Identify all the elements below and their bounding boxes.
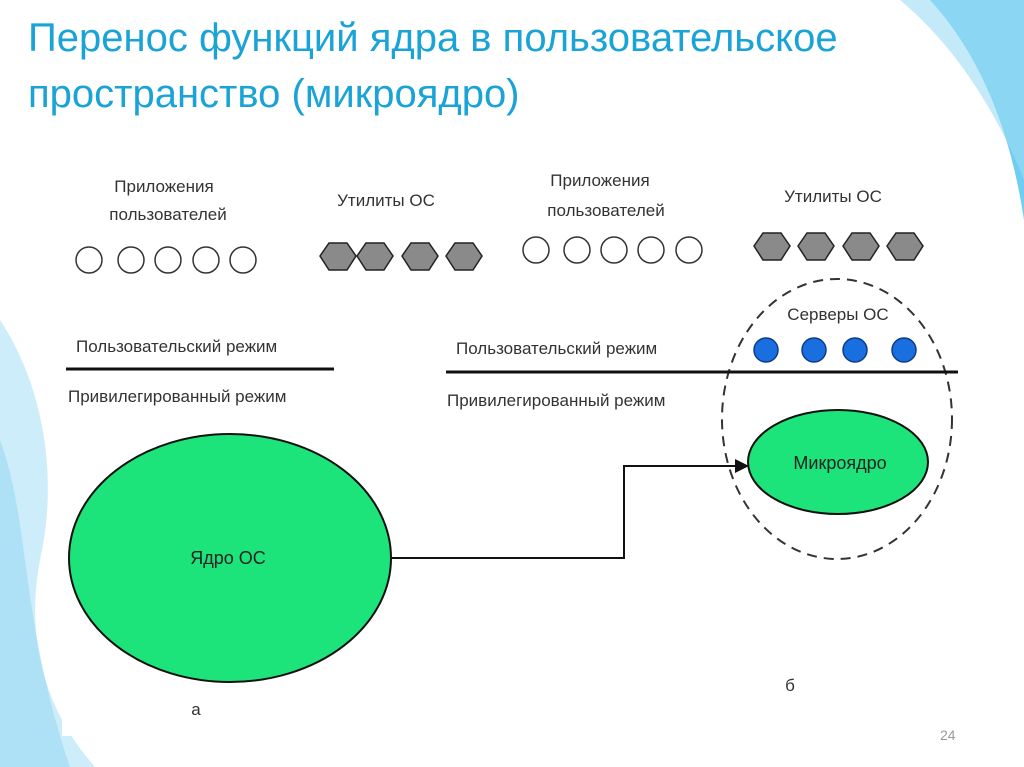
right-apps-label-line1: Приложения xyxy=(550,171,649,190)
microkernel-label: Микроядро xyxy=(793,453,886,473)
transfer-arrow-head xyxy=(735,459,749,473)
user-app-circle xyxy=(637,236,665,264)
left-priv-mode-label: Привилегированный режим xyxy=(68,387,286,406)
transfer-arrow-line xyxy=(391,465,738,559)
title-line-2: пространство (микроядро) xyxy=(28,72,520,116)
os-utility-hexagon xyxy=(797,232,835,261)
slide-title: Перенос функций ядра в пользовательское … xyxy=(28,10,988,122)
os-utility-hexagon xyxy=(401,242,439,271)
os-server-circle xyxy=(801,337,827,363)
user-app-circle xyxy=(563,236,591,264)
os-utility-hexagon xyxy=(842,232,880,261)
right-priv-mode-label: Привилегированный режим xyxy=(447,391,665,410)
os-utility-hexagon xyxy=(886,232,924,261)
left-user-app-circles xyxy=(75,246,257,274)
user-app-circle xyxy=(675,236,703,264)
left-apps-label-line2: пользователей xyxy=(109,205,226,224)
user-app-circle xyxy=(600,236,628,264)
slide-number: 24 xyxy=(940,727,956,743)
right-caption: б xyxy=(785,676,795,695)
user-space-servers-boundary xyxy=(721,278,953,560)
right-apps-label-line2: пользователей xyxy=(547,201,664,220)
user-app-circle xyxy=(75,246,103,274)
os-utility-hexagon xyxy=(445,242,483,271)
microkernel-ellipse xyxy=(747,409,929,515)
os-kernel-label: Ядро ОС xyxy=(190,548,266,568)
right-user-mode-label: Пользовательский режим xyxy=(456,339,657,358)
user-app-circle xyxy=(192,246,220,274)
left-apps-label-line1: Приложения xyxy=(114,177,213,196)
os-servers-label: Серверы ОС xyxy=(787,305,888,324)
os-utility-hexagon xyxy=(356,242,394,271)
left-os-utility-hexagons xyxy=(319,242,483,271)
os-server-circle xyxy=(891,337,917,363)
os-server-circle xyxy=(842,337,868,363)
os-server-circle xyxy=(753,337,779,363)
left-user-mode-label: Пользовательский режим xyxy=(76,337,277,356)
user-app-circle xyxy=(229,246,257,274)
left-utils-label: Утилиты ОС xyxy=(337,191,435,210)
user-app-circle xyxy=(154,246,182,274)
right-utils-label: Утилиты ОС xyxy=(784,187,882,206)
user-app-circle xyxy=(522,236,550,264)
os-server-circles xyxy=(753,337,917,363)
os-utility-hexagon xyxy=(753,232,791,261)
left-caption: а xyxy=(191,700,201,719)
right-user-app-circles xyxy=(522,236,703,264)
user-app-circle xyxy=(117,246,145,274)
os-utility-hexagon xyxy=(319,242,357,271)
right-os-utility-hexagons xyxy=(753,232,924,261)
title-line-1: Перенос функций ядра в пользовательское xyxy=(28,16,838,60)
